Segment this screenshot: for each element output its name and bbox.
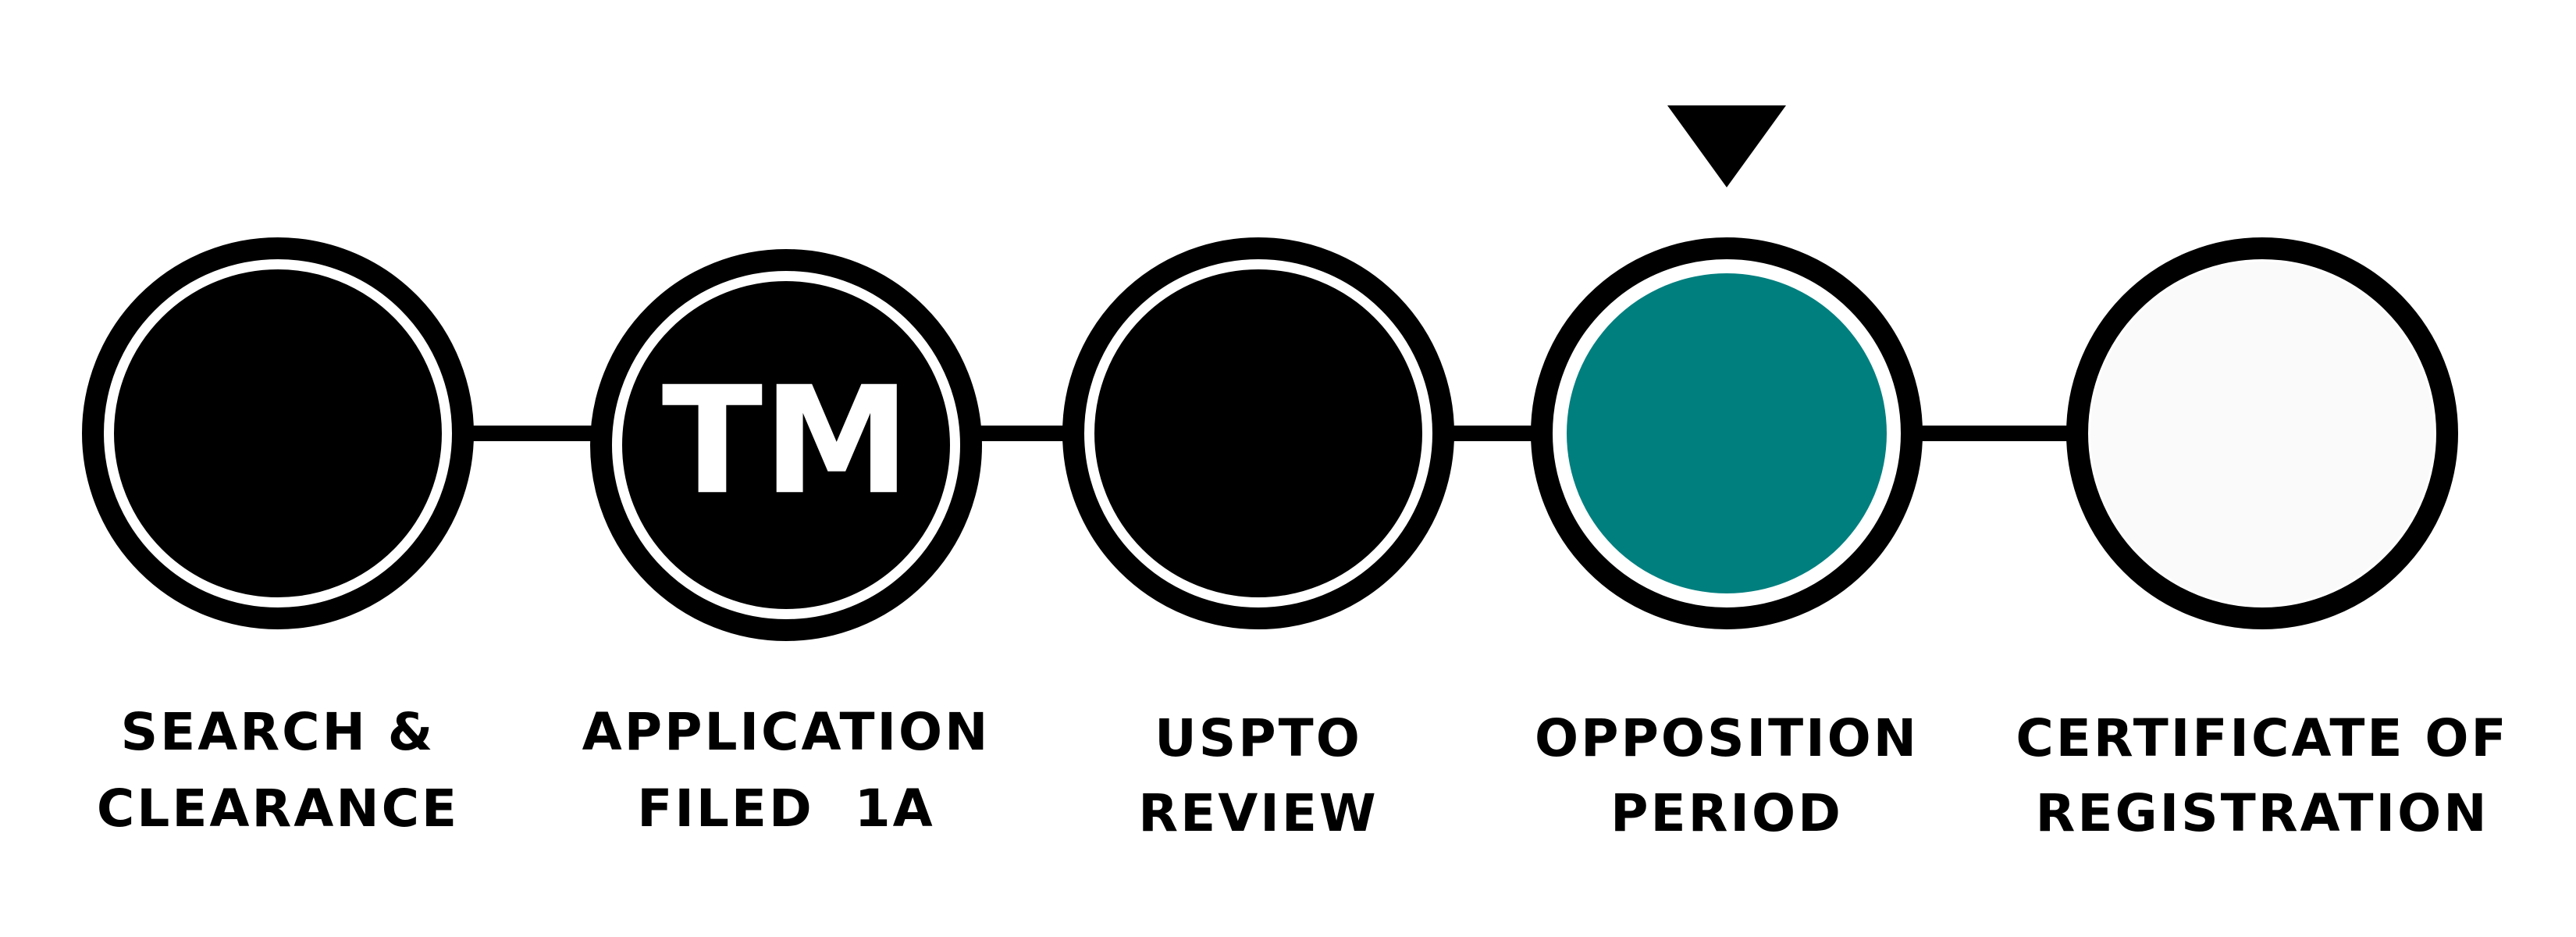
step-uspto-review [1062,237,1454,629]
triangle-down-icon [1667,105,1786,187]
connector-line [974,426,1071,441]
step-label-line2: FILED 1A [637,778,935,839]
step-label-line1: APPLICATION [582,702,991,762]
step-opposition-period [1531,237,1923,629]
connector-line [1446,426,1546,441]
step-label-line1: SEARCH & [121,702,436,762]
step-inner-circle [1094,269,1422,597]
step-label-line1: CERTIFICATE OF [2016,708,2508,768]
step-label-line2: REGISTRATION [2036,783,2489,843]
step-label-line2: REVIEW [1138,783,1378,843]
step-inner-circle [114,269,442,597]
step-inner-circle [1567,273,1887,593]
step-application-filed: TM [590,249,982,641]
step-search-clearance [82,237,474,629]
step-label-line1: OPPOSITION [1535,708,1919,768]
step-inner-circle [622,281,950,609]
trademark-symbol: TM [662,354,911,527]
step-inner-circle [2090,262,2434,605]
connector-line [1919,426,2075,441]
connector-line [468,426,601,441]
step-label-line2: PERIOD [1610,783,1843,843]
step-certificate-registration [2066,237,2458,629]
step-label-line1: USPTO [1155,708,1362,768]
step-label-line2: CLEARANCE [97,778,459,839]
